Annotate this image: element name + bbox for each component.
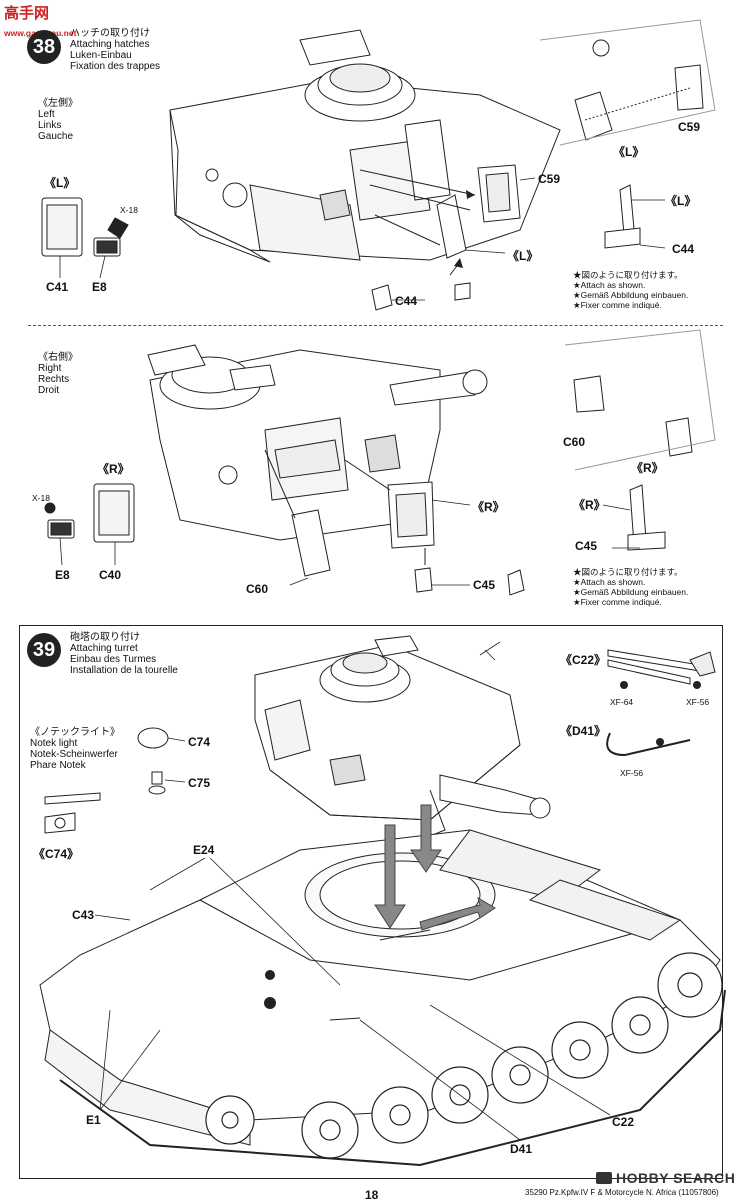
step-39-number: 39 — [32, 638, 56, 661]
label-R3: 《R》 — [631, 461, 664, 475]
step-39-title-en: Attaching turret — [70, 643, 138, 654]
notek-de: Notek-Scheinwerfer — [30, 749, 118, 760]
label-L3: 《L》 — [613, 145, 645, 159]
label-x18-right: X-18 — [32, 493, 50, 503]
step-39-badge: 39 — [27, 633, 61, 667]
attach-note-right: ★図のように取り付けます。 ★Attach as shown. ★Gemäß A… — [573, 567, 688, 607]
step-39-title-de: Einbau des Turmes — [70, 654, 157, 665]
attach-note-right-de: ★Gemäß Abbildung einbauen. — [573, 587, 689, 597]
left-side-label: 《左側》 Left Links Gauche — [38, 98, 78, 142]
step-39-title: 砲塔の取り付け Attaching turret Einbau des Turm… — [70, 632, 178, 676]
label-c59-a: C59 — [538, 172, 561, 186]
label-d41-hull: D41 — [510, 1142, 533, 1156]
step-38-title: ハッチの取り付け Attaching hatches Luken-Einbau … — [70, 28, 160, 72]
step-38-title-fr: Fixation des trappes — [70, 61, 161, 72]
right-side-ja: 《右側》 — [38, 352, 78, 363]
attach-note-left: ★図のように取り付けます。 ★Attach as shown. ★Gemäß A… — [573, 270, 688, 310]
notek-en: Notek light — [30, 738, 78, 749]
label-e1: E1 — [86, 1113, 101, 1127]
attach-note-left-ja: ★図のように取り付けます。 — [573, 270, 683, 280]
label-d41-tool: 《D41》 — [560, 724, 607, 738]
label-c41: C41 — [46, 280, 69, 294]
label-c22-hull: C22 — [612, 1115, 635, 1129]
label-c60-a: C60 — [246, 582, 269, 596]
hobby-search-icon — [596, 1172, 612, 1184]
step-39-title-ja: 砲塔の取り付け — [70, 632, 140, 643]
label-c45-a: C45 — [473, 578, 496, 592]
label-L2: 《L》 — [507, 249, 539, 263]
label-c22-tool: 《C22》 — [560, 653, 607, 667]
label-x18-left: X-18 — [120, 205, 138, 215]
left-side-ja: 《左側》 — [38, 98, 78, 109]
notek-fr: Phare Notek — [30, 760, 86, 771]
right-side-de: Rechts — [38, 374, 70, 385]
label-c43: C43 — [72, 908, 95, 922]
label-c59-b: C59 — [678, 120, 701, 134]
notek-label: 《ノテックライト》 Notek light Notek-Scheinwerfer… — [30, 727, 120, 771]
attach-note-left-en: ★Attach as shown. — [573, 280, 646, 290]
hobby-search-text: HOBBY SEARCH — [616, 1170, 736, 1186]
label-L4: 《L》 — [665, 194, 697, 208]
label-e8-left: E8 — [92, 280, 107, 294]
label-c74: C74 — [188, 735, 211, 749]
label-c40: C40 — [99, 568, 122, 582]
label-xf64: XF-64 — [610, 697, 634, 707]
label-c60-b: C60 — [563, 435, 586, 449]
step-38-number: 38 — [32, 35, 56, 58]
label-e8-right: E8 — [55, 568, 70, 582]
hobby-search-logo: HOBBY SEARCH — [596, 1170, 735, 1186]
attach-note-left-de: ★Gemäß Abbildung einbauen. — [573, 290, 689, 300]
label-L1: 《L》 — [44, 176, 76, 190]
attach-note-right-en: ★Attach as shown. — [573, 577, 646, 587]
attach-note-right-ja: ★図のように取り付けます。 — [573, 567, 683, 577]
attach-note-left-fr: ★Fixer comme indiqué. — [573, 300, 662, 310]
label-xf56-a: XF-56 — [686, 697, 710, 707]
step-38-title-de: Luken-Einbau — [70, 50, 132, 61]
right-side-label: 《右側》 Right Rechts Droit — [38, 352, 78, 396]
watermark-text: 高手网 — [4, 5, 50, 22]
notek-ja: 《ノテックライト》 — [30, 727, 120, 738]
footer-page-number: 18 — [365, 1188, 379, 1202]
section-divider — [28, 325, 723, 326]
attach-note-right-fr: ★Fixer comme indiqué. — [573, 597, 662, 607]
left-side-de: Links — [38, 120, 62, 131]
footer-product-code: 35290 Pz.Kpfw.IV F & Motorcycle N. Afric… — [525, 1188, 719, 1197]
right-side-en: Right — [38, 363, 62, 374]
step-38-badge: 38 — [27, 30, 61, 64]
label-R4: 《R》 — [573, 498, 606, 512]
label-c75: C75 — [188, 776, 211, 790]
left-side-en: Left — [38, 109, 55, 120]
label-c74-detail: 《C74》 — [33, 847, 80, 861]
label-R2: 《R》 — [472, 500, 505, 514]
label-e24: E24 — [193, 843, 215, 857]
label-xf56-b: XF-56 — [620, 768, 644, 778]
label-c44-b: C44 — [672, 242, 695, 256]
label-R1: 《R》 — [97, 462, 130, 476]
label-c44-a: C44 — [395, 294, 418, 308]
step-38-title-ja: ハッチの取り付け — [70, 28, 150, 39]
right-side-fr: Droit — [38, 385, 60, 396]
left-side-fr: Gauche — [38, 131, 74, 142]
step-39-title-fr: Installation de la tourelle — [70, 665, 178, 676]
label-c45-b: C45 — [575, 539, 598, 553]
step-38-title-en: Attaching hatches — [70, 39, 150, 50]
